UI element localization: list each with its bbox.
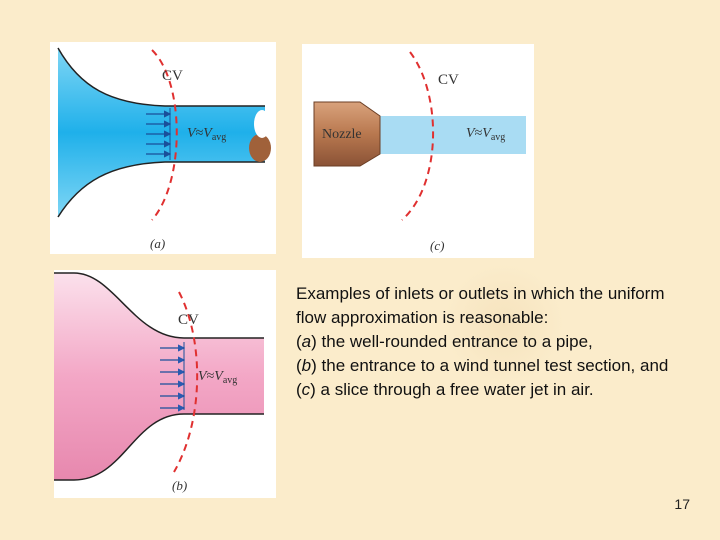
figure-a-diagram: CV V≈Vavg (a) (57, 47, 271, 251)
nozzle (313, 101, 381, 167)
velocity-label: V≈Vavg (187, 126, 226, 143)
figure-c-panel: Nozzle CV V≈Vavg (c) (302, 44, 534, 258)
velocity-arrows (146, 110, 172, 158)
cv-label: CV (178, 312, 199, 328)
panel-label-b: (b) (172, 478, 187, 493)
panel-label-a: (a) (150, 236, 165, 251)
figure-caption: Examples of inlets or outlets in which t… (296, 282, 676, 402)
control-volume-boundary (401, 51, 435, 221)
tunnel-lower-wall (54, 413, 264, 481)
caption-intro: Examples of inlets or outlets in which t… (296, 284, 665, 327)
caption-item-a: (a) the well-rounded entrance to a pipe, (296, 332, 593, 351)
figure-a-panel: CV V≈Vavg (a) (50, 42, 276, 254)
figure-b-diagram: CV V≈Vavg (b) (54, 272, 264, 493)
inlet-flow-region (58, 48, 265, 217)
inlet-upper-wall (57, 47, 265, 107)
page-number: 17 (674, 496, 690, 512)
pipe-break (249, 134, 271, 162)
figure-c-diagram: Nozzle CV V≈Vavg (c) (313, 51, 526, 253)
water-jet (378, 116, 526, 154)
velocity-label: V≈Vavg (198, 369, 237, 386)
caption-item-c: (c) a slice through a free water jet in … (296, 380, 594, 399)
velocity-arrows (160, 344, 186, 412)
nozzle-label: Nozzle (322, 127, 362, 142)
cv-label: CV (162, 68, 183, 84)
tunnel-flow-region (54, 273, 264, 480)
caption-item-b: (b) the entrance to a wind tunnel test s… (296, 356, 669, 375)
cv-label: CV (438, 72, 459, 88)
velocity-label: V≈Vavg (466, 126, 505, 143)
panel-label-c: (c) (430, 238, 444, 253)
control-volume-boundary (151, 49, 178, 221)
tunnel-upper-wall (54, 272, 264, 339)
figure-b-panel: CV V≈Vavg (b) (54, 270, 276, 498)
inlet-lower-wall (57, 161, 265, 218)
